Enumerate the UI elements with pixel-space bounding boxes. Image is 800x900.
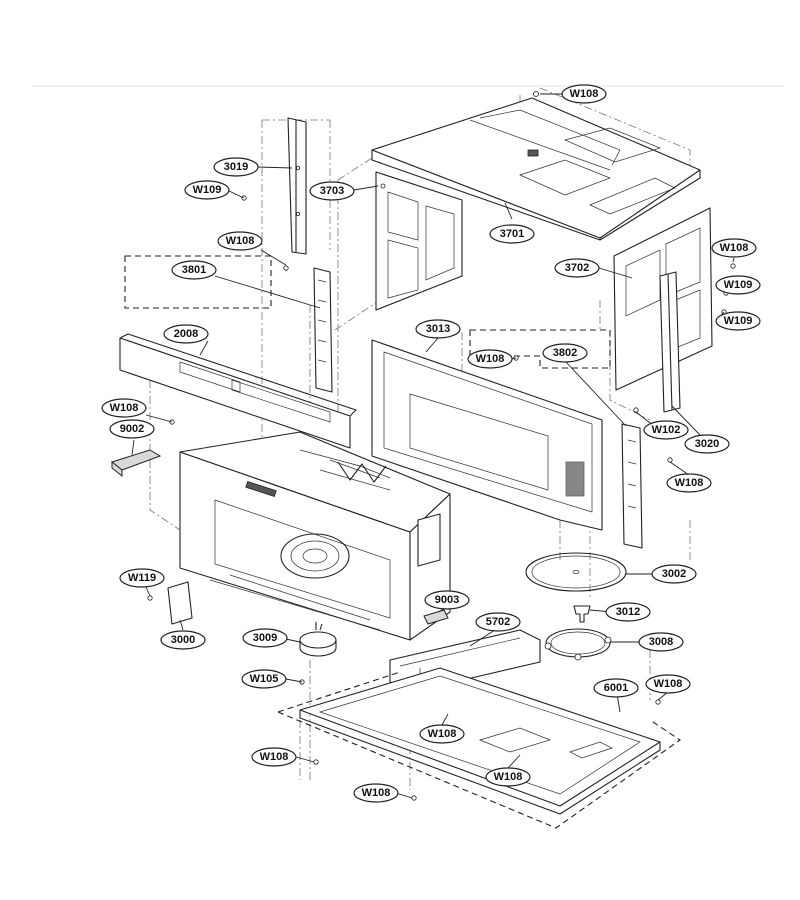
callout-w102: W102 (643, 420, 689, 440)
callout-label: 3000 (171, 634, 195, 646)
callout-label: W108 (570, 88, 599, 100)
callout-label: 2008 (174, 328, 198, 340)
callout-5702: 5702 (475, 612, 521, 632)
callout-label: 9003 (435, 594, 459, 606)
callout-label: W108 (226, 235, 255, 247)
callout-label: 3802 (553, 347, 577, 359)
callout-label: 3701 (500, 228, 524, 240)
callout-w108-top: W108 (561, 84, 607, 104)
trim-bar-2008 (119, 333, 357, 449)
callout-w108-bottom: W108 (353, 783, 399, 803)
callout-label: W109 (724, 315, 753, 327)
callout-label: W108 (260, 751, 289, 763)
base-plate-6001 (299, 667, 661, 815)
bracket-3020 (659, 271, 681, 413)
callout-9003: 9003 (424, 590, 470, 610)
callout-w108-left-upper: W108 (217, 231, 263, 251)
callout-3801: 3801 (171, 260, 217, 280)
callout-w108-right-low: W108 (645, 674, 691, 694)
callout-label: W108 (494, 771, 523, 783)
callout-label: 3012 (616, 606, 640, 618)
callout-label: 6001 (604, 682, 628, 694)
callout-label: W108 (654, 678, 683, 690)
callout-label: W102 (652, 424, 681, 436)
callout-3002: 3002 (651, 564, 697, 584)
left-side-panel-3703 (375, 171, 463, 311)
callout-3701: 3701 (489, 224, 535, 244)
bracket-3801-rail (313, 267, 333, 393)
callout-3013: 3013 (415, 319, 461, 339)
top-cover-3701 (371, 97, 701, 241)
callout-label: W108 (428, 728, 457, 740)
callout-w108-base-right: W108 (485, 767, 531, 787)
callout-w108-right-mid: W108 (666, 473, 712, 493)
callout-w109-right-a: W109 (715, 275, 761, 295)
callout-2008: 2008 (163, 324, 209, 344)
callout-label: W119 (128, 572, 156, 584)
callout-label: 3702 (565, 262, 589, 274)
callout-3703: 3703 (309, 181, 355, 201)
coupler-3012 (573, 605, 591, 623)
callout-label: 9002 (120, 423, 144, 435)
motor-3009 (299, 622, 337, 657)
callout-w109-left: W109 (184, 180, 230, 200)
callout-label: W108 (476, 353, 505, 365)
callout-label: 5702 (486, 616, 510, 628)
callout-label: W108 (675, 477, 704, 489)
callout-label: W108 (110, 402, 139, 414)
callout-label: 3002 (662, 568, 686, 580)
callout-w105: W105 (241, 669, 287, 689)
callout-3702: 3702 (554, 258, 600, 278)
callout-w108-base-left: W108 (251, 747, 297, 767)
callout-3000: 3000 (160, 630, 206, 650)
callout-w108-left-mid: W108 (101, 398, 147, 418)
callout-label: 3020 (695, 438, 719, 450)
callout-label: W109 (193, 184, 222, 196)
latch-rail-right (621, 423, 643, 549)
callout-label: 3013 (426, 323, 450, 335)
callout-3012: 3012 (605, 602, 651, 622)
callout-3802: 3802 (542, 343, 588, 363)
cover-plate-3000 (167, 581, 193, 625)
part-9003 (423, 609, 449, 625)
callout-w108-mid: W108 (467, 349, 513, 369)
part-9002 (110, 449, 162, 478)
callout-label: W105 (250, 673, 279, 685)
callout-w109-right-b: W109 (715, 311, 761, 331)
callout-3020: 3020 (684, 434, 730, 454)
door-frame-3013 (371, 339, 603, 531)
callout-label: 3009 (253, 632, 277, 644)
callout-label: 3703 (320, 185, 344, 197)
callout-label: W108 (720, 242, 749, 254)
callout-6001: 6001 (593, 678, 639, 698)
callout-label: W109 (724, 279, 753, 291)
screw-glyphs (147, 91, 736, 801)
oven-cavity (179, 431, 451, 641)
glass-tray-3002 (525, 552, 627, 592)
callout-label: W108 (362, 787, 391, 799)
callout-w108-right-upper: W108 (711, 238, 757, 258)
callout-9002: 9002 (109, 419, 155, 439)
callout-w108-base-center: W108 (419, 724, 465, 744)
dashed-group-6001 (277, 671, 681, 829)
callout-label: 3008 (649, 636, 673, 648)
callout-label: 3019 (224, 161, 248, 173)
callout-w119: W119 (119, 568, 165, 588)
callout-label: 3801 (182, 264, 206, 276)
roller-ring-3008 (544, 628, 612, 661)
callout-3009: 3009 (242, 628, 288, 648)
bracket-3019 (287, 117, 307, 255)
dashed-group-3801 (124, 255, 272, 309)
callout-3019: 3019 (213, 157, 259, 177)
callout-3008: 3008 (638, 632, 684, 652)
